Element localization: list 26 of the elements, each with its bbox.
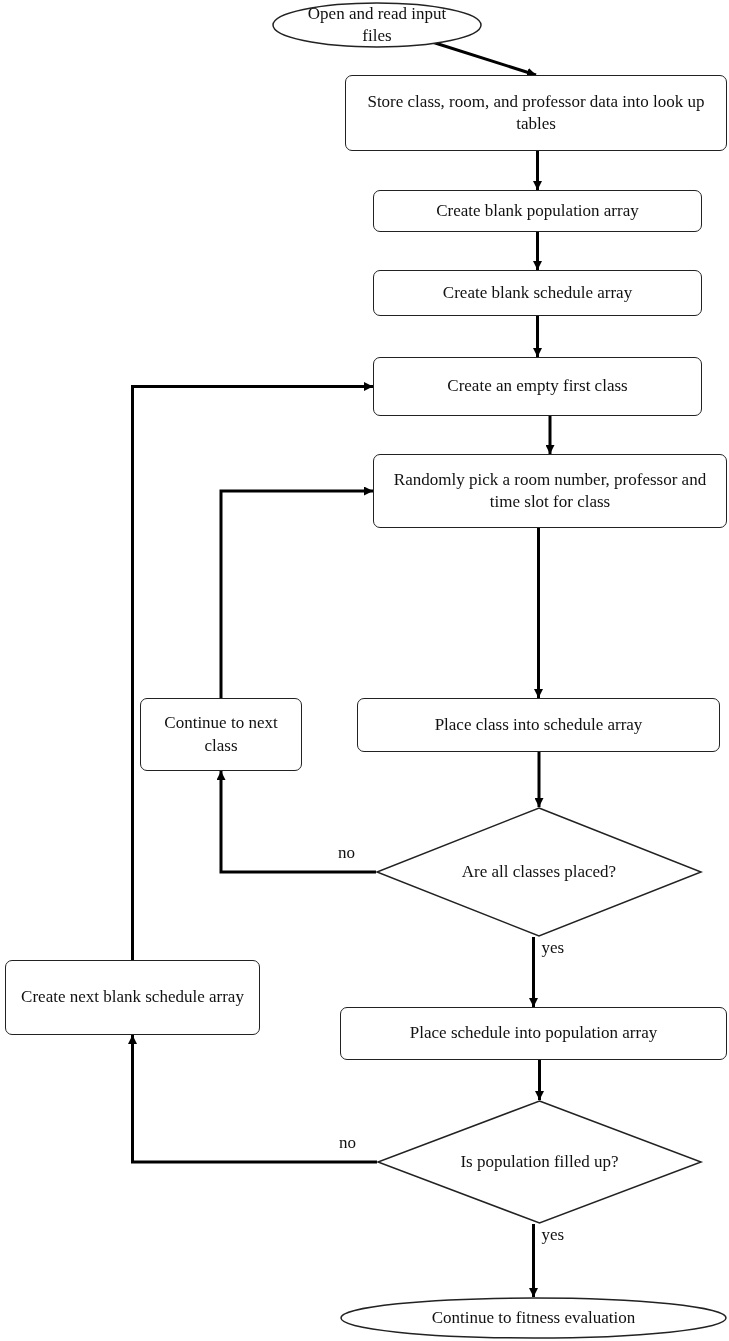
terminal-ellipse: Continue to fitness evaluation [340, 1297, 727, 1339]
arrow [534, 528, 543, 698]
arrow [545, 416, 555, 454]
arrow [128, 1035, 377, 1164]
arrow [533, 151, 542, 190]
arrow [535, 1060, 544, 1100]
decision-diamond: Are all classes placed? [376, 807, 702, 937]
terminal-ellipse: Open and read input files [272, 2, 482, 48]
arrow [131, 382, 373, 960]
decision-diamond: Is population filled up? [377, 1100, 702, 1224]
arrow [533, 232, 542, 270]
process-box: Place class into schedule array [357, 698, 720, 752]
arrow [216, 771, 376, 874]
arrow [529, 937, 538, 1007]
process-box: Create an empty first class [373, 357, 702, 416]
process-box: Create blank population array [373, 190, 702, 232]
arrow [533, 316, 542, 357]
process-box: Create next blank schedule array [5, 960, 260, 1035]
process-box: Create blank schedule array [373, 270, 702, 316]
arrow [219, 486, 373, 698]
process-box: Randomly pick a room number, professor and time slot for class [373, 454, 727, 528]
process-box: Continue to next class [140, 698, 302, 771]
process-box: Place schedule into population array [340, 1007, 727, 1060]
arrow [534, 752, 544, 807]
process-box: Store class, room, and professor data into look up tables [345, 75, 727, 151]
arrow [529, 1224, 538, 1297]
